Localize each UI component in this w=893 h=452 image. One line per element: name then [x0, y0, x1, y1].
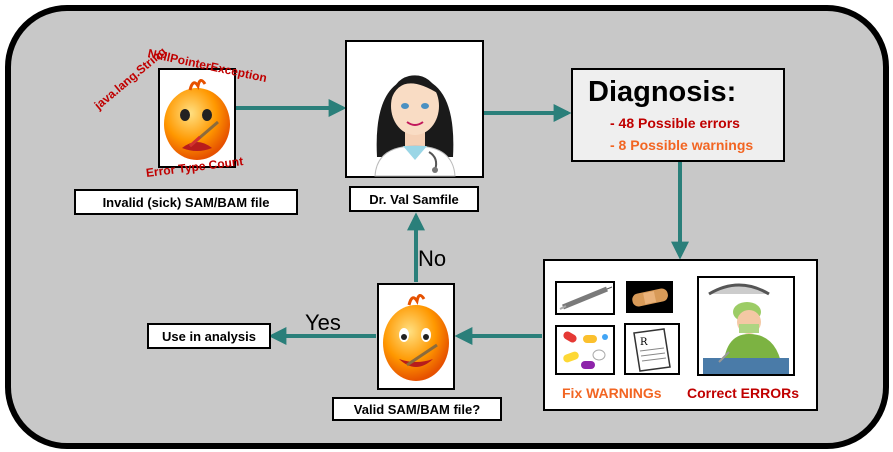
- diagnosis-title: Diagnosis:: [588, 76, 737, 108]
- decision-label: Valid SAM/BAM file?: [332, 397, 502, 421]
- healthy-face-icon: [383, 294, 449, 381]
- diagnosis-box: [571, 68, 785, 162]
- healthy-face-card: [377, 283, 455, 390]
- diagnosis-warnings: - 8 Possible warnings: [610, 137, 754, 153]
- bandage-icon: [626, 281, 673, 313]
- decision-no-label: No: [418, 246, 447, 271]
- doctor-label: Dr. Val Samfile: [349, 186, 479, 212]
- decision-yes-label: Yes: [305, 310, 341, 335]
- doctor-card: [345, 40, 484, 178]
- doctor-icon: [374, 75, 456, 177]
- syringe-icon: [555, 281, 615, 315]
- surgeon-icon: [697, 276, 795, 376]
- correct-errors-label: Correct ERRORs: [687, 385, 800, 401]
- sick-face-card: [158, 68, 236, 168]
- pills-icon: [555, 325, 615, 375]
- prescription-icon: R: [624, 323, 680, 375]
- sick-file-label: Invalid (sick) SAM/BAM file: [74, 189, 298, 215]
- svg-text:R: R: [640, 337, 648, 348]
- diagnosis-errors: - 48 Possible errors: [610, 115, 740, 131]
- fix-warnings-label: Fix WARNINGs: [562, 385, 662, 401]
- sick-face-icon: [164, 79, 230, 160]
- result-label: Use in analysis: [147, 323, 271, 349]
